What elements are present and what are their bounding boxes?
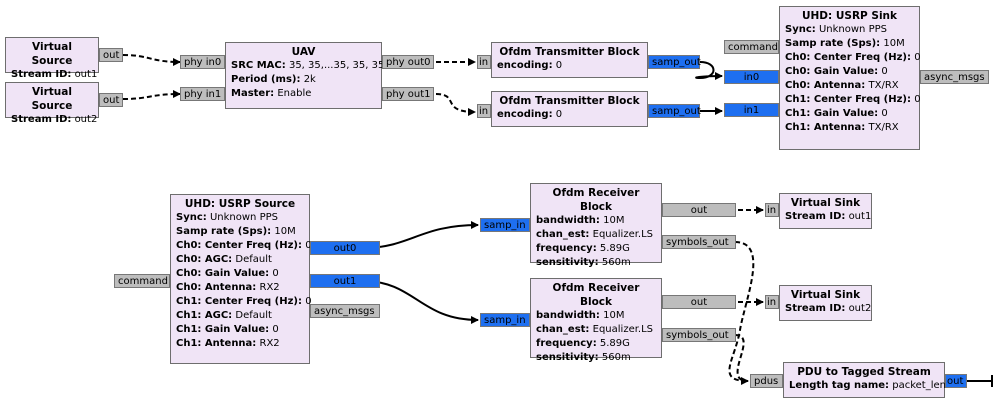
block-param-row: bandwidth: 10M bbox=[536, 215, 625, 226]
virtual-sink-block-1[interactable]: Virtual Sink Stream ID: out1 bbox=[779, 193, 872, 229]
virtual-sink-block-2[interactable]: Virtual Sink Stream ID: out2 bbox=[779, 285, 872, 321]
block-param-row: Length tag name: packet_len bbox=[789, 380, 946, 391]
block-param-row: Period (ms): 2k bbox=[231, 74, 316, 85]
port-samp-out[interactable]: samp_out bbox=[648, 104, 701, 118]
block-param-row: Ch1: AGC: Default bbox=[176, 310, 272, 321]
virtual-source-block-2[interactable]: Virtual Source Stream ID: out2 bbox=[5, 82, 99, 125]
block-title: Virtual Sink bbox=[790, 197, 861, 209]
port-in[interactable]: in bbox=[477, 104, 491, 118]
wire-vsrc2-phyin1 bbox=[122, 90, 181, 100]
block-param-row: encoding: 0 bbox=[497, 60, 563, 71]
block-param-row: Ch0: Antenna: TX/RX bbox=[785, 80, 899, 91]
block-title: Ofdm Receiver Block bbox=[552, 282, 640, 308]
port-samp-in[interactable]: samp_in bbox=[480, 313, 530, 327]
port-in[interactable]: in bbox=[765, 295, 779, 309]
block-param-row: Ch1: Antenna: TX/RX bbox=[785, 122, 899, 133]
usrp-sink-block[interactable]: UHD: USRP Sink Sync: Unknown PPS Samp ra… bbox=[779, 6, 921, 150]
block-param-row: SRC MAC: 35, 35,...35, 35, 35 bbox=[231, 60, 385, 71]
usrp-source-block[interactable]: UHD: USRP Source Sync: Unknown PPS Samp … bbox=[170, 194, 312, 364]
port-async-msgs[interactable]: async_msgs bbox=[310, 304, 380, 318]
port-in[interactable]: in bbox=[765, 203, 779, 217]
wire-tx1-sink-in0 bbox=[695, 61, 723, 81]
wire-vsrc1-phyin0 bbox=[122, 54, 181, 66]
block-param-row: Stream ID: out1 bbox=[785, 211, 872, 222]
block-param-row: Ch1: Antenna: RX2 bbox=[176, 338, 280, 349]
block-title: Ofdm Transmitter Block bbox=[499, 46, 640, 58]
port-in0[interactable]: in0 bbox=[724, 70, 779, 84]
ofdm-receiver-block-2[interactable]: Ofdm Receiver Block bandwidth: 10M chan_… bbox=[530, 278, 662, 363]
port-phy-in1[interactable]: phy in1 bbox=[180, 87, 225, 101]
block-param-row: encoding: 0 bbox=[497, 109, 563, 120]
block-title: Ofdm Transmitter Block bbox=[499, 95, 640, 107]
wire-phyout1-tx2 bbox=[435, 93, 476, 116]
wire-rx1-symbols-pdu bbox=[728, 241, 755, 385]
block-param-row: sensitivity: 560m bbox=[536, 352, 631, 363]
uav-block[interactable]: UAV SRC MAC: 35, 35,...35, 35, 35 Period… bbox=[225, 42, 385, 109]
block-param-row: chan_est: Equalizer.LS bbox=[536, 324, 654, 335]
block-param-row: Stream ID: out2 bbox=[11, 114, 98, 125]
port-phy-out0[interactable]: phy out0 bbox=[382, 55, 434, 69]
block-param-row: Ch0: Gain Value: 0 bbox=[176, 268, 279, 279]
block-param-row: sensitivity: 560m bbox=[536, 257, 631, 268]
block-param-row: Ch1: Gain Value: 0 bbox=[785, 108, 888, 119]
block-param-row: frequency: 5.89G bbox=[536, 338, 630, 349]
block-title: Virtual Source bbox=[31, 86, 73, 112]
port-symbols-out[interactable]: symbols_out bbox=[662, 235, 736, 249]
port-samp-in[interactable]: samp_in bbox=[480, 218, 530, 232]
ofdm-receiver-block-1[interactable]: Ofdm Receiver Block bandwidth: 10M chan_… bbox=[530, 183, 662, 268]
wire-pdu-out-terminal bbox=[966, 375, 993, 387]
block-title: UHD: USRP Source bbox=[184, 198, 296, 210]
block-title: UHD: USRP Sink bbox=[801, 10, 898, 22]
block-param-row: Ch1: Gain Value: 0 bbox=[176, 324, 279, 335]
block-param-row: Stream ID: out2 bbox=[785, 303, 872, 314]
port-samp-out[interactable]: samp_out bbox=[648, 55, 701, 69]
port-out[interactable]: out bbox=[662, 295, 736, 309]
block-title: Virtual Source bbox=[31, 41, 73, 67]
wire-src-out0-rx1 bbox=[362, 221, 479, 249]
port-phy-out1[interactable]: phy out1 bbox=[382, 87, 434, 101]
block-param-row: Samp rate (Sps): 10M bbox=[785, 38, 905, 49]
port-in[interactable]: in bbox=[477, 55, 491, 69]
port-out[interactable]: out bbox=[662, 203, 736, 217]
wire-src-out1-rx2 bbox=[362, 280, 479, 324]
port-command[interactable]: command bbox=[724, 40, 779, 54]
block-param-row: Sync: Unknown PPS bbox=[785, 24, 887, 35]
port-out1[interactable]: out1 bbox=[310, 274, 380, 288]
block-title: UAV bbox=[291, 46, 316, 58]
block-param-row: Samp rate (Sps): 10M bbox=[176, 226, 296, 237]
block-param-row: Ch0: Gain Value: 0 bbox=[785, 66, 888, 77]
block-title: PDU to Tagged Stream bbox=[797, 366, 931, 378]
block-param-row: Ch0: Center Freq (Hz): 0 bbox=[176, 240, 312, 251]
ofdm-transmitter-block-1[interactable]: Ofdm Transmitter Block encoding: 0 bbox=[491, 42, 648, 78]
block-param-row: Master: Enable bbox=[231, 88, 312, 99]
port-out[interactable]: out bbox=[945, 374, 967, 388]
block-param-row: Ch0: Center Freq (Hz): 0 bbox=[785, 52, 921, 63]
ofdm-transmitter-block-2[interactable]: Ofdm Transmitter Block encoding: 0 bbox=[491, 91, 648, 127]
port-async-msgs[interactable]: async_msgs bbox=[920, 70, 989, 84]
block-param-row: chan_est: Equalizer.LS bbox=[536, 229, 654, 240]
wire-rx2-symbols-pdu bbox=[734, 334, 749, 382]
port-command[interactable]: command bbox=[114, 274, 170, 288]
block-title: Ofdm Receiver Block bbox=[552, 187, 640, 213]
block-param-row: Ch1: Center Freq (Hz): 0 bbox=[176, 296, 312, 307]
block-param-row: frequency: 5.89G bbox=[536, 243, 630, 254]
port-out[interactable]: out bbox=[99, 48, 123, 62]
port-in1[interactable]: in1 bbox=[724, 103, 779, 117]
block-param-row: Ch1: Center Freq (Hz): 0 bbox=[785, 94, 921, 105]
block-title: Virtual Sink bbox=[790, 289, 861, 301]
port-out[interactable]: out bbox=[99, 93, 123, 107]
block-param-row: Stream ID: out1 bbox=[11, 69, 98, 80]
port-out0[interactable]: out0 bbox=[310, 241, 380, 255]
port-pdus[interactable]: pdus bbox=[750, 374, 783, 388]
block-param-row: Ch0: Antenna: RX2 bbox=[176, 282, 280, 293]
port-phy-in0[interactable]: phy in0 bbox=[180, 55, 225, 69]
pdu-to-tagged-stream-block[interactable]: PDU to Tagged Stream Length tag name: pa… bbox=[783, 362, 946, 398]
port-symbols-out[interactable]: symbols_out bbox=[662, 328, 736, 342]
block-param-row: Sync: Unknown PPS bbox=[176, 212, 278, 223]
virtual-source-block-1[interactable]: Virtual Source Stream ID: out1 bbox=[5, 37, 99, 80]
block-param-row: Ch0: AGC: Default bbox=[176, 254, 272, 265]
block-param-row: bandwidth: 10M bbox=[536, 310, 625, 321]
